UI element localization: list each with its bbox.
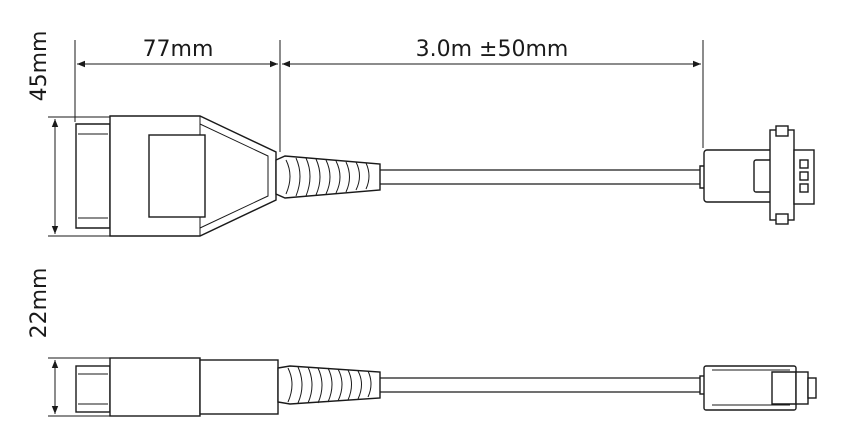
side-view [75,357,817,417]
dimension-cable-label: 3.0m ±50mm [416,37,569,62]
dimension-height-side-group: 22mm [27,268,110,417]
top-view [75,115,815,237]
dimension-length-group: 77mm 3.0m ±50mm [74,37,704,152]
obd-plug-front [75,123,111,229]
dimension-side-height-label: 22mm [27,268,52,339]
strain-relief-side [277,365,381,405]
rj-connector-side [699,365,817,411]
dimension-connector-label: 77mm [143,37,214,62]
obd-connector-shell-side [109,357,201,417]
strain-relief-top [275,155,381,199]
label-window [148,134,206,218]
obd-plug-front-side [75,365,111,413]
dimension-top-height-label: 45mm [27,31,52,102]
rj-connector-top [699,125,815,225]
